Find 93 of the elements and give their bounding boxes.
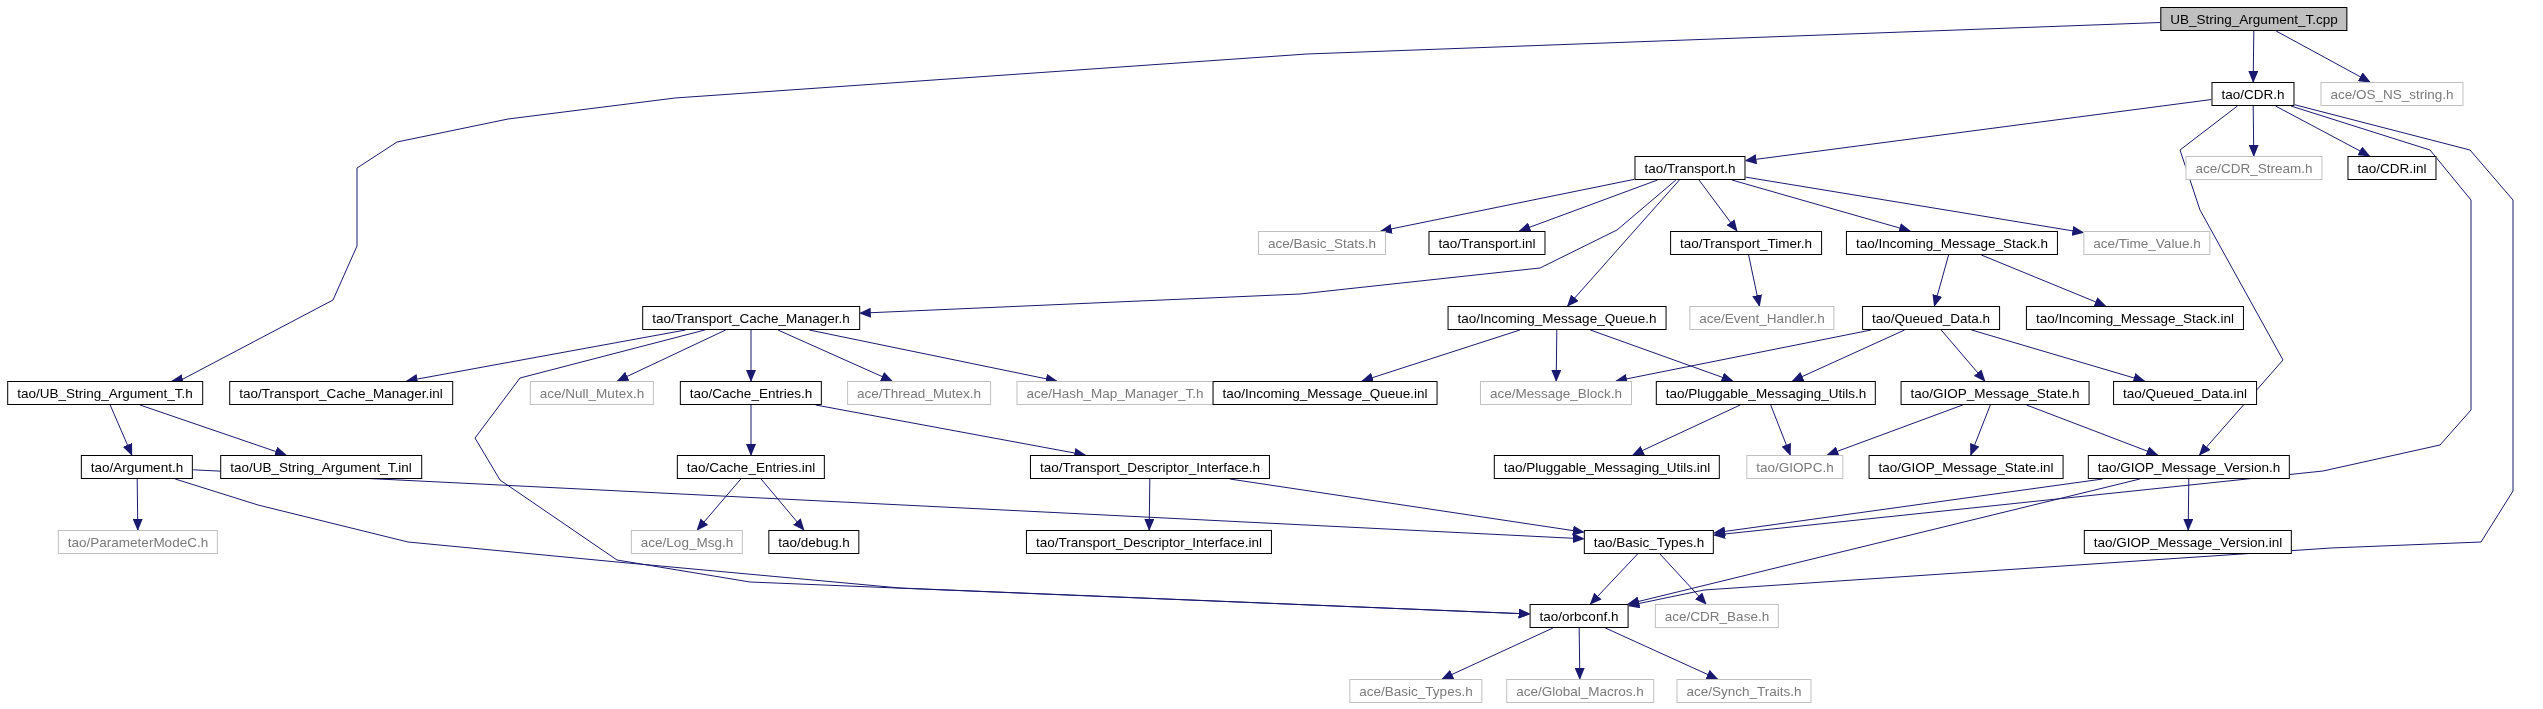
file-box: tao/GIOP_Message_State.inl	[1868, 455, 2064, 479]
file-box: ace/Event_Handler.h	[1689, 306, 1835, 330]
file-box: tao/Pluggable_Messaging_Utils.h	[1655, 381, 1877, 405]
arrow	[1574, 627, 1585, 680]
file-box: tao/Transport_Descriptor_Interface.h	[1029, 455, 1271, 479]
arrow	[1379, 178, 1635, 234]
file-box: ace/Thread_Mutex.h	[847, 381, 991, 405]
arrow	[1627, 478, 2141, 607]
arrow	[1589, 329, 1734, 382]
arrow	[1770, 404, 1791, 456]
file-box: tao/GIOP_Message_Version.h	[2087, 455, 2291, 479]
arrow	[858, 179, 1677, 318]
arrow	[109, 404, 133, 456]
file-box: ace/Basic_Stats.h	[1257, 231, 1387, 255]
file-box: ace/Null_Mutex.h	[529, 381, 655, 405]
arrow	[2026, 404, 2159, 456]
arrow	[1604, 627, 1719, 680]
file-box: tao/Incoming_Message_Queue.h	[1447, 306, 1667, 330]
file-box: ace/Log_Msg.h	[630, 530, 744, 554]
file-box: tao/Transport_Cache_Manager.inl	[229, 381, 453, 405]
file-box: tao/GIOP_Message_Version.inl	[2083, 530, 2293, 554]
arrow	[2179, 105, 2284, 456]
file-box: UB_String_Argument_T.cpp	[2160, 7, 2348, 31]
arrow	[1361, 329, 1521, 383]
arrow	[1744, 99, 2212, 165]
arrow	[1932, 254, 1950, 307]
file-box: tao/Transport.h	[1634, 156, 1746, 180]
file-box: ace/Message_Block.h	[1479, 381, 1633, 405]
file-box: ace/OS_NS_string.h	[2320, 82, 2464, 106]
arrow	[1971, 329, 2146, 383]
arrow	[2275, 30, 2371, 83]
file-box: tao/Queued_Data.inl	[2113, 381, 2257, 405]
arrow	[1566, 179, 1680, 307]
file-box: ace/Global_Macros.h	[1506, 679, 1654, 703]
file-box: ace/Basic_Types.h	[1349, 679, 1483, 703]
arrow	[1748, 254, 1762, 307]
arrow	[2275, 105, 2371, 157]
file-box: tao/orbconf.h	[1529, 604, 1629, 628]
file-box: ace/CDR_Base.h	[1654, 604, 1780, 628]
file-box: tao/Pluggable_Messaging_Utils.inl	[1493, 455, 1721, 479]
file-box: tao/Transport_Cache_Manager.h	[642, 306, 860, 330]
arrow	[760, 478, 805, 531]
arrow	[777, 329, 893, 382]
arrow	[1698, 179, 1738, 232]
arrow	[1980, 254, 2107, 307]
file-box: tao/Queued_Data.h	[1862, 306, 2000, 330]
arrow	[174, 478, 1531, 619]
file-box: tao/Cache_Entries.inl	[676, 455, 826, 479]
arrow	[746, 404, 756, 456]
file-box: tao/Cache_Entries.h	[679, 381, 823, 405]
arrow	[1659, 553, 1707, 605]
arrow	[1970, 404, 1991, 456]
arrow	[1441, 627, 1554, 680]
arrow	[2183, 478, 2194, 531]
file-box: tao/debug.h	[768, 530, 860, 554]
file-box: tao/GIOP_Message_State.h	[1900, 381, 2090, 405]
arrow	[1631, 404, 1741, 456]
arrow	[1826, 404, 1964, 456]
arrow	[746, 329, 756, 382]
file-box: tao/Transport_Descriptor_Interface.inl	[1025, 530, 1273, 554]
file-box: tao/Incoming_Message_Stack.inl	[2025, 306, 2245, 330]
file-box: ace/Time_Value.h	[2083, 231, 2211, 255]
file-box: tao/UB_String_Argument_T.inl	[220, 455, 422, 479]
arrow	[1627, 104, 2514, 609]
file-box: tao/Argument.h	[80, 455, 194, 479]
arrow	[1731, 179, 1912, 233]
arrow	[1551, 329, 1562, 382]
file-box: ace/Synch_Traits.h	[1676, 679, 1812, 703]
arrow	[616, 329, 727, 382]
arrow	[139, 404, 287, 457]
file-box: tao/GIOPC.h	[1746, 455, 1844, 479]
arrow	[2248, 30, 2259, 83]
arrow	[132, 478, 143, 531]
arrow	[1713, 105, 2472, 539]
arrow	[1745, 176, 2085, 236]
file-box: ace/Hash_Map_Manager_T.h	[1016, 381, 1214, 405]
file-box: tao/Basic_Types.h	[1583, 530, 1715, 554]
file-box: ace/CDR_Stream.h	[2185, 156, 2323, 180]
arrow	[1144, 478, 1155, 531]
file-box: tao/Transport_Timer.h	[1670, 231, 1822, 255]
arrow	[1940, 329, 1986, 382]
arrow	[2248, 105, 2259, 157]
file-box: tao/ParameterModeC.h	[57, 530, 219, 554]
file-box: tao/Transport.inl	[1428, 231, 1546, 255]
arrow	[1518, 179, 1658, 232]
arrow	[1589, 553, 1639, 605]
arrow	[696, 478, 742, 531]
file-box: tao/Incoming_Message_Queue.inl	[1212, 381, 1438, 405]
file-box: tao/UB_String_Argument_T.h	[7, 381, 203, 405]
file-box: tao/CDR.h	[2211, 82, 2295, 106]
file-box: tao/CDR.inl	[2347, 156, 2437, 180]
file-box: tao/Incoming_Message_Stack.h	[1845, 231, 2059, 255]
arrow	[1791, 329, 1906, 382]
